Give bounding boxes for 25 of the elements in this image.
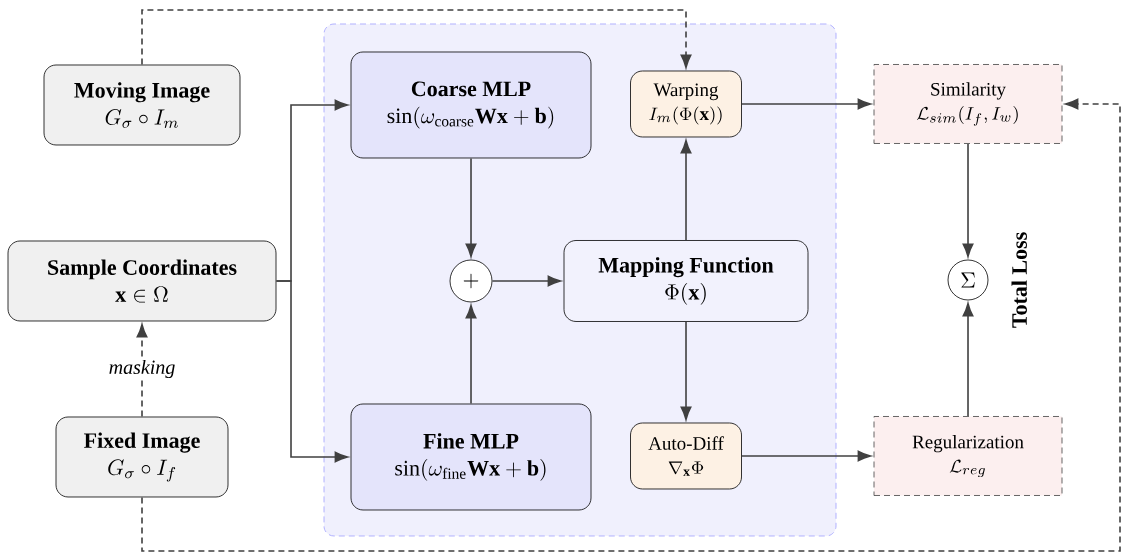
network-box: Coarse MLP $\sin(\omega_{\mathrm{coarse}}\mathbf{W}\mathbf{x}+\mathbf{b})$ [350, 51, 592, 159]
arrow [275, 280, 349, 463]
side-label: Total Loss [1011, 232, 1027, 328]
arrow [465, 157, 477, 258]
process-box: Warping $I_m(\Phi(\mathbf{x}))$ [630, 70, 742, 138]
arrow [741, 98, 872, 110]
arrow [141, 9, 692, 69]
arrow [680, 139, 692, 241]
process-box: Mapping Function $\Phi(\mathbf{x})$ [563, 240, 809, 322]
loss-box: Similarity $\mathcal{L}_{sim}(I_f, I_w)$ [873, 64, 1063, 144]
arrow [491, 275, 562, 287]
edge-label: masking [106, 357, 178, 381]
arrow [136, 323, 148, 418]
input-box: Fixed Image $G_\sigma \circ I_f$ [55, 416, 229, 498]
input-box: Sample Coordinates $\mathbf{x} \in \Omega$ [7, 240, 277, 322]
arrow [141, 98, 1121, 552]
network-box: Fine MLP $\sin(\omega_{\mathrm{fine}}\mathbf{W}\mathbf{x}+\mathbf{b})$ [350, 403, 592, 511]
arrow [465, 304, 477, 405]
arrow [962, 143, 974, 258]
process-box: Auto-Diff $\nabla_{\mathbf{x}}\Phi$ [630, 422, 742, 490]
arrow [962, 302, 974, 417]
input-box: Moving Image $G_\sigma \circ I_m$ [43, 64, 241, 146]
arrow [741, 450, 872, 462]
arrow [680, 321, 692, 421]
loss-box: Regularization $\mathcal{L}_{reg}$ [873, 416, 1063, 496]
